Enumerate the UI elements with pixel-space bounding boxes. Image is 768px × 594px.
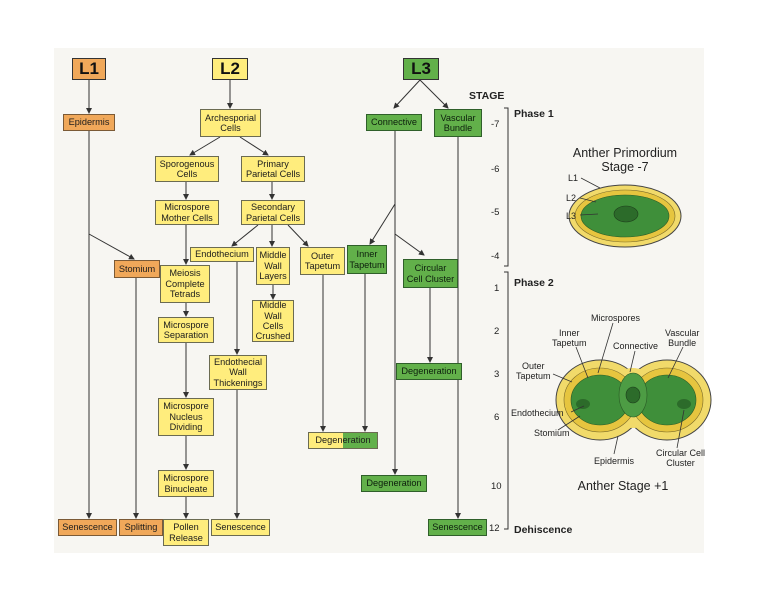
l2-header: L2: [212, 58, 248, 80]
stage-tick: 3: [494, 369, 500, 380]
primordium-l1-label: L1: [568, 173, 579, 183]
stage-axis-label: STAGE: [469, 90, 505, 102]
stage-tick: 6: [494, 412, 500, 423]
sporogenous-cells-box: Sporogenous Cells: [155, 156, 219, 182]
microspore-nucleus-dividing-box: Microspore Nucleus Dividing: [158, 398, 214, 436]
endothecial-wall-thickenings-box: Endothecial Wall Thickenings: [209, 355, 267, 390]
anther-caption: Anther Stage +1: [577, 479, 669, 493]
stage-tick: 10: [491, 481, 502, 492]
primary-parietal-cells-box: Primary Parietal Cells: [241, 156, 305, 182]
stomium-box: Stomium: [114, 260, 160, 278]
stage-tick: 2: [494, 326, 500, 337]
dehiscence-label: Dehiscence: [514, 524, 573, 536]
l2-senescence-box: Senescence: [211, 519, 270, 536]
epidermis-box: Epidermis: [63, 114, 115, 131]
cluster-degeneration-box: Degeneration: [396, 363, 462, 380]
connective-box: Connective: [366, 114, 422, 131]
stage-tick: 1: [494, 283, 500, 294]
l1-header: L1: [72, 58, 106, 80]
meiosis-complete-tetrads-box: Meiosis Complete Tetrads: [160, 265, 210, 303]
stage-tick: -7: [491, 119, 500, 130]
phase-1-label: Phase 1: [514, 108, 554, 120]
tapetum-degeneration-box: Degeneration: [308, 432, 378, 449]
vascular-bundle-label: Vascular Bundle: [665, 328, 700, 348]
stage-tick: 12: [489, 523, 500, 534]
phase-2-label: Phase 2: [514, 277, 554, 289]
l1-senescence-box: Senescence: [58, 519, 117, 536]
l3-header: L3: [403, 58, 439, 80]
outer-tapetum-label: Outer Tapetum: [516, 361, 551, 381]
epidermis-label: Epidermis: [594, 456, 635, 466]
stomium-label: Stomium: [534, 428, 570, 438]
archesporial-cells-box: Archesporial Cells: [200, 109, 261, 137]
middle-wall-cells-crushed-box: Middle Wall Cells Crushed: [252, 300, 294, 342]
pollen-release-box: Pollen Release: [163, 519, 209, 546]
connective-degeneration-box: Degeneration: [361, 475, 427, 492]
microspore-separation-box: Microspore Separation: [158, 317, 214, 343]
primordium-cross-section: [568, 177, 682, 248]
primordium-l2-label: L2: [566, 193, 577, 203]
stage-tick: -4: [491, 251, 500, 262]
l3-senescence-box: Senescence: [428, 519, 487, 536]
microspore-binucleate-box: Microspore Binucleate: [158, 470, 214, 497]
endothecium-label: Endothecium: [511, 408, 564, 418]
primordium-l3-label: L3: [566, 211, 577, 221]
middle-wall-layers-box: Middle Wall Layers: [256, 247, 290, 285]
stage-tick: -6: [491, 164, 500, 175]
connective-label: Connective: [613, 341, 659, 351]
inner-tapetum-box: Inner Tapetum: [347, 245, 387, 274]
circular-cell-cluster-box: Circular Cell Cluster: [403, 259, 458, 288]
circular-cell-cluster-label: Circular Cell Cluster: [656, 448, 706, 468]
microspores-label: Microspores: [591, 313, 641, 323]
stage-tick: -5: [491, 207, 500, 218]
splitting-box: Splitting: [119, 519, 163, 536]
secondary-parietal-cells-box: Secondary Parietal Cells: [241, 200, 305, 225]
vascular-bundle-box: Vascular Bundle: [434, 109, 482, 137]
outer-tapetum-box: Outer Tapetum: [300, 247, 345, 275]
anther-cross-section: [552, 322, 712, 455]
endothecium-box: Endothecium: [190, 247, 254, 262]
microspore-mother-cells-box: Microspore Mother Cells: [155, 200, 219, 225]
primordium-caption: Anther Primordium Stage -7: [572, 146, 678, 174]
inner-tapetum-label: Inner Tapetum: [552, 328, 587, 348]
